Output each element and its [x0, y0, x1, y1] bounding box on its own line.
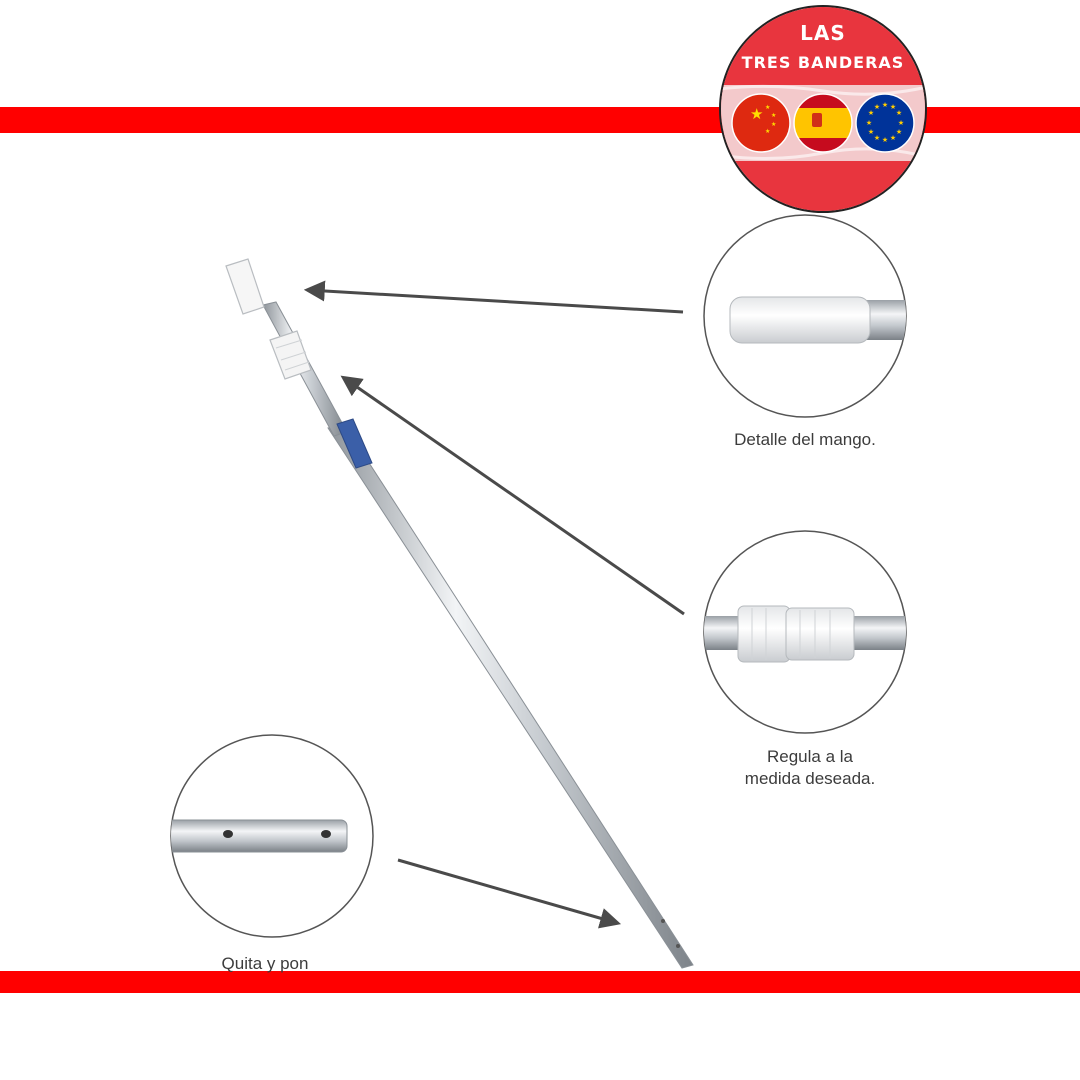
detail-circle-grip [703, 214, 907, 418]
svg-text:★: ★ [866, 119, 872, 127]
svg-text:★: ★ [882, 101, 888, 109]
svg-text:★: ★ [868, 128, 874, 136]
pole-lower-section [327, 423, 694, 969]
svg-text:★: ★ [890, 103, 896, 111]
svg-text:★: ★ [898, 119, 904, 127]
eu-flag: ★★★ ★★★ ★★★ ★★★ [855, 93, 915, 153]
brand-badge: ★ ★ ★ ★ ★ ★★★ ★★★ ★★★ ★★★ LAS TRES B [719, 5, 927, 213]
pole-blue-label [336, 418, 373, 469]
svg-text:★: ★ [874, 134, 880, 142]
caption-adjust-line2: medida deseada. [744, 769, 876, 788]
spain-flag [793, 93, 853, 153]
badge-title-line2: TRES BANDERAS [741, 53, 905, 72]
arrow-to-tip [397, 858, 622, 929]
caption-adjust: Regula a la medida deseada. [705, 746, 915, 790]
bottom-red-band [0, 971, 1080, 993]
caption-pins: Quita y pon [221, 954, 309, 973]
detail-circle-pins [170, 734, 374, 938]
badge-background: ★ ★ ★ ★ ★ ★★★ ★★★ ★★★ ★★★ [721, 7, 925, 211]
svg-text:★: ★ [750, 105, 763, 123]
arrow-to-handle [303, 280, 684, 314]
china-flag: ★ ★ ★ ★ ★ [731, 93, 791, 153]
telescopic-pole [225, 258, 694, 969]
arrow-to-collar [340, 375, 685, 616]
pole-adjust-collar [269, 330, 312, 380]
svg-text:★: ★ [896, 128, 902, 136]
badge-title-line1: LAS [800, 21, 846, 45]
svg-text:★: ★ [874, 103, 880, 111]
pole-handle-cap [225, 258, 265, 315]
svg-text:★: ★ [771, 121, 776, 128]
detail-circle-adjust [703, 530, 907, 734]
caption-adjust-line1: Regula a la [766, 747, 853, 766]
svg-text:★: ★ [765, 104, 770, 111]
svg-text:★: ★ [882, 136, 888, 144]
svg-text:★: ★ [890, 134, 896, 142]
svg-text:★: ★ [765, 128, 770, 135]
caption-grip-detail: Detalle del mango. [734, 430, 876, 449]
svg-text:★: ★ [771, 112, 776, 119]
svg-text:★: ★ [868, 109, 874, 117]
svg-text:★: ★ [896, 109, 902, 117]
